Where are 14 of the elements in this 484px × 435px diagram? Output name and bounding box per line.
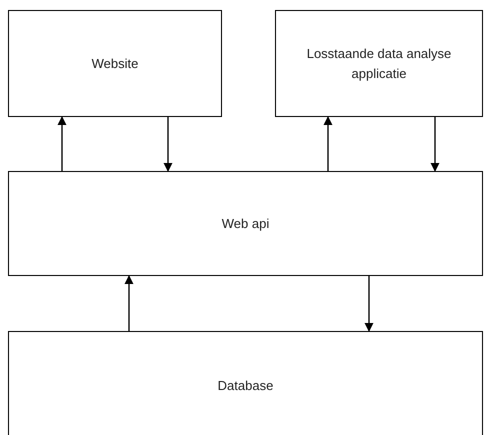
arrow [430,117,440,172]
box-label: Web api [222,214,270,233]
box-label: Website [92,54,138,73]
arrow [163,117,173,172]
process-box [8,171,483,276]
box-label: Database [218,377,274,396]
process-box [8,331,483,435]
arrow [364,276,374,332]
process-box [275,10,483,117]
arrow [57,116,67,171]
arrow [323,116,333,171]
arrow [124,275,134,331]
process-box [8,10,222,117]
box-label: Losstaande data analyse applicatie [306,45,452,83]
